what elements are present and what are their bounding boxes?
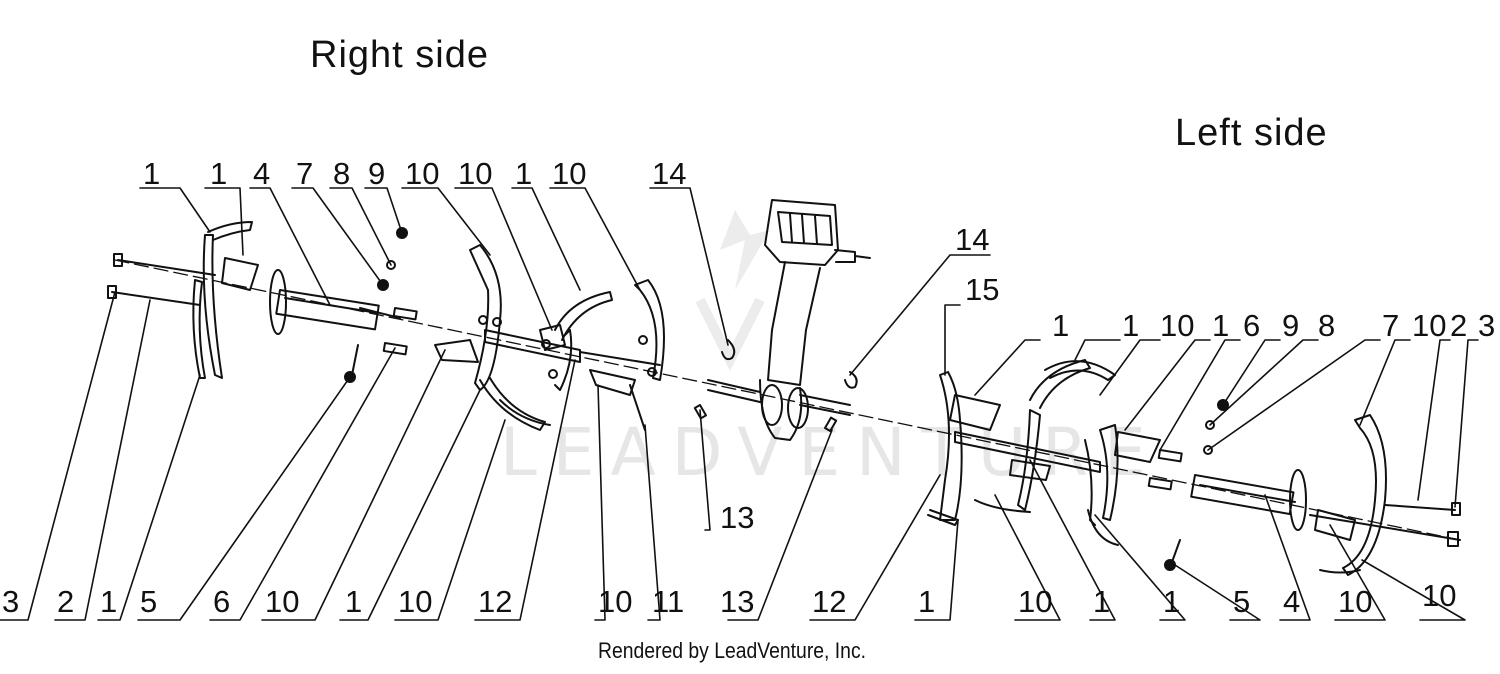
callout-label: 10 xyxy=(598,584,632,619)
callout-label: 11 xyxy=(652,584,684,619)
callout-label: 12 xyxy=(478,584,512,619)
callout-label: 1 xyxy=(918,584,935,619)
callout-label: 10 xyxy=(398,584,432,619)
callout-label: 10 xyxy=(1018,584,1052,619)
callout-label: 1 xyxy=(1212,308,1229,343)
callout-label: 3 xyxy=(2,584,19,619)
callout-label: 1 xyxy=(515,156,532,191)
callout-label: 2 xyxy=(57,584,74,619)
callout-leaders xyxy=(0,187,1479,621)
callout-label: 4 xyxy=(253,156,270,191)
callout-label: 7 xyxy=(1382,308,1399,343)
callout-label: 1 xyxy=(210,156,227,191)
callout-label: 10 xyxy=(1412,308,1446,343)
callout-label: 13 xyxy=(720,584,754,619)
callout-label: 1 xyxy=(1163,584,1180,619)
callout-label: 8 xyxy=(333,156,350,191)
callout-label: 4 xyxy=(1283,584,1300,619)
callout-label: 9 xyxy=(368,156,385,191)
callout-label: 7 xyxy=(296,156,313,191)
callout-label: 1 xyxy=(100,584,117,619)
callout-label: 10 xyxy=(265,584,299,619)
callout-label: 10 xyxy=(1160,308,1194,343)
callout-label: 1 xyxy=(1093,584,1110,619)
callout-label: 13 xyxy=(720,500,754,535)
right-tine-assembly xyxy=(107,221,736,431)
callout-label: 1 xyxy=(143,156,160,191)
left-side-heading: Left side xyxy=(1175,112,1328,154)
callout-label: 5 xyxy=(140,584,157,619)
callout-label: 15 xyxy=(965,272,999,307)
render-credit: Rendered by LeadVenture, Inc. xyxy=(598,638,867,663)
callout-label: 10 xyxy=(458,156,492,191)
axis-centerline xyxy=(114,259,1461,541)
callout-label: 6 xyxy=(213,584,230,619)
callout-label: 10 xyxy=(405,156,439,191)
callout-label: 8 xyxy=(1318,308,1335,343)
gearbox xyxy=(707,199,871,441)
callout-label: 5 xyxy=(1233,584,1250,619)
callout-label: 6 xyxy=(1243,308,1260,343)
callout-label: 1 xyxy=(1052,308,1069,343)
right-side-heading: Right side xyxy=(310,34,489,76)
callout-label: 1 xyxy=(1122,308,1139,343)
callout-label: 1 xyxy=(345,584,362,619)
callout-label: 14 xyxy=(955,222,989,257)
callout-numbers: 1 1 4 7 8 9 10 10 1 10 14 14 15 1 1 10 1… xyxy=(2,156,1495,619)
callout-label: 10 xyxy=(1422,578,1456,613)
callout-label: 10 xyxy=(1338,584,1372,619)
callout-label: 2 xyxy=(1450,308,1467,343)
callout-label: 9 xyxy=(1282,308,1299,343)
callout-label: 3 xyxy=(1478,308,1495,343)
left-tine-assembly xyxy=(927,359,1461,576)
callout-label: 14 xyxy=(652,156,686,191)
callout-label: 12 xyxy=(812,584,846,619)
callout-label: 10 xyxy=(552,156,586,191)
